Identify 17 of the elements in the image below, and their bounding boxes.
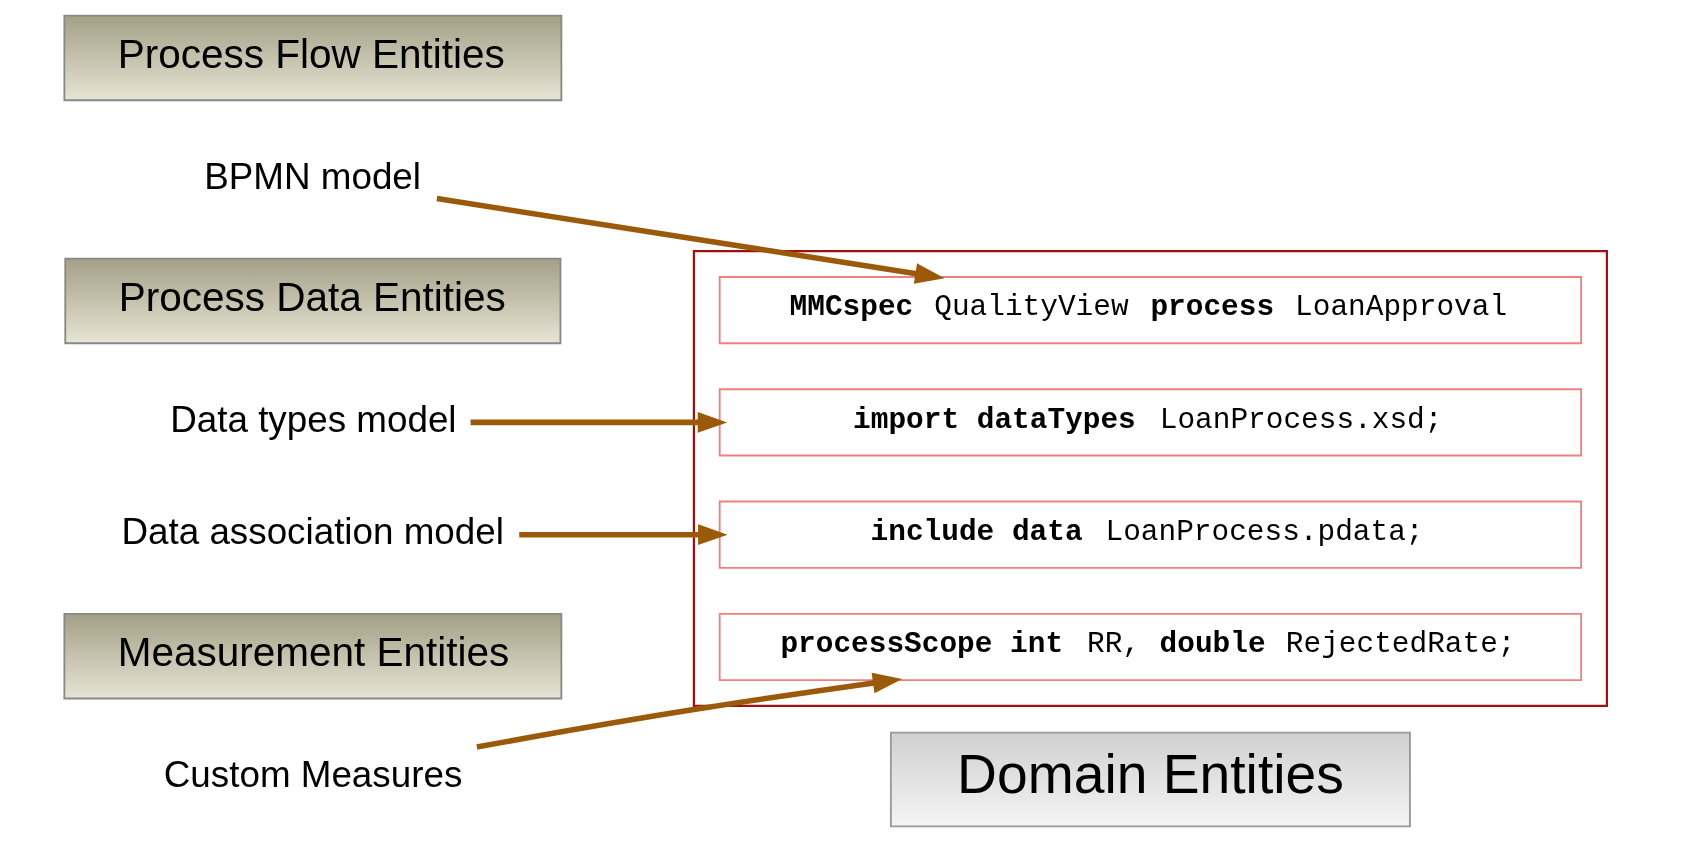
node-box: Domain Entities (889, 731, 1411, 828)
node-text: BPMN model (204, 155, 422, 197)
arrow (470, 412, 728, 433)
node-box: Measurement Entities (63, 612, 563, 700)
node-box: processScope int RR, double RejectedRate; (718, 612, 1583, 681)
arrow (519, 524, 728, 545)
node-box: MMCspec QualityView process LoanApproval (718, 276, 1583, 345)
arrow (436, 195, 945, 284)
cluster (692, 250, 1608, 707)
node-text: Data types model (170, 398, 457, 440)
node-box: import dataTypes LoanProcess.xsd; (718, 388, 1583, 457)
node-text: Custom Measures (163, 753, 463, 795)
node-box: Process Data Entities (64, 257, 562, 345)
node-box: Process Flow Entities (63, 14, 563, 102)
arrow (476, 672, 903, 750)
node-text: Data association model (121, 510, 504, 552)
node-box: include data LoanProcess.pdata; (718, 500, 1583, 569)
